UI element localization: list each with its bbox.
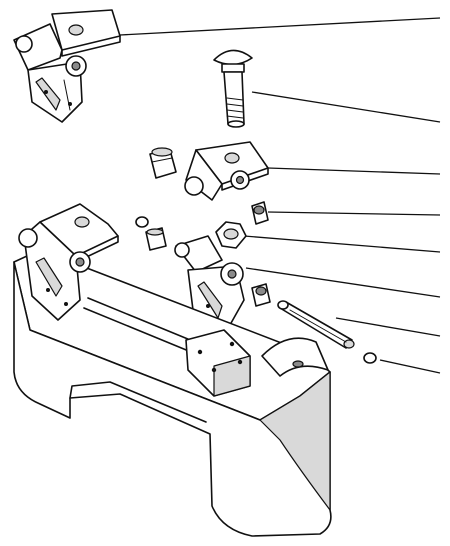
leader-line-8 [379,359,441,374]
leader-line-5 [243,235,441,253]
bolt-icon [213,49,253,128]
hinge-plate-icon [184,141,269,201]
leader-lines [119,17,441,374]
ring-icon [135,216,377,364]
leader-line-7 [335,317,441,337]
pin-icon [277,300,355,349]
insert-nut-right-icon [251,201,269,225]
hex-nut-icon [215,221,247,249]
leader-line-2 [251,91,441,123]
insert-nut-icon [149,147,177,179]
leader-line-1 [119,17,441,36]
leader-line-3 [267,167,441,175]
base-casting-icon [13,203,332,537]
hinge-bracket-icon [13,9,121,123]
leader-line-4 [267,211,441,216]
leader-line-6 [245,267,441,298]
insert-nut-lower-icon [145,227,271,307]
